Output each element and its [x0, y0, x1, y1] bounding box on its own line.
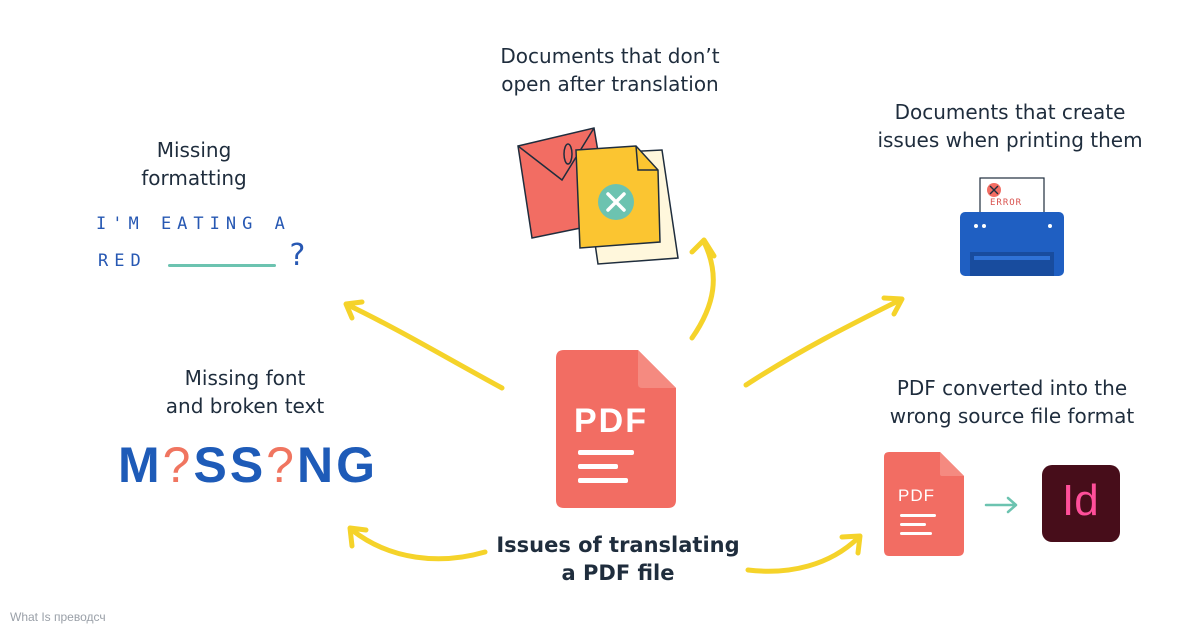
- label-formatting: Missing formatting: [104, 136, 284, 192]
- label-converted: PDF converted into the wrong source file…: [862, 374, 1162, 430]
- arrow-to-printing-head: [881, 295, 905, 317]
- arrow-right-icon: [984, 496, 1018, 514]
- label-not-open-line1: Documents that don’t: [500, 44, 720, 68]
- broken-text-question1: ?: [162, 437, 194, 493]
- broken-text-sample: M?SS?NG: [118, 436, 378, 494]
- label-converted-line2: wrong source file format: [889, 404, 1135, 428]
- label-formatting-line2: formatting: [141, 166, 247, 190]
- label-formatting-line1: Missing: [156, 138, 232, 162]
- label-printing-line2: issues when printing them: [877, 128, 1143, 152]
- small-pdf-icon: [884, 452, 964, 556]
- broken-text-part2: SS: [193, 437, 267, 493]
- printer-error-text: ERROR: [990, 198, 1023, 208]
- arrow-to-font: [349, 527, 488, 562]
- indesign-icon: [1042, 465, 1120, 542]
- printer-icon: [960, 177, 1064, 276]
- arrow-to-font-head: [347, 525, 369, 549]
- formatting-blank-line: [168, 264, 276, 267]
- arrow-to-formatting: [345, 302, 505, 391]
- label-font-line2: and broken text: [165, 394, 325, 418]
- label-printing: Documents that create issues when printi…: [850, 98, 1170, 154]
- pdf-label: PDF: [574, 402, 648, 440]
- arrow-to-converted-head: [839, 533, 863, 556]
- label-converted-line1: PDF converted into the: [896, 376, 1128, 400]
- label-not-open: Documents that don’t open after translat…: [462, 42, 758, 98]
- arrow-to-not-open: [689, 239, 716, 341]
- indesign-label: Id: [1062, 476, 1099, 525]
- watermark: What Is преводсч: [10, 610, 106, 624]
- arrow-to-converted: [745, 535, 861, 574]
- broken-text-part3: NG: [296, 437, 378, 493]
- label-font-line1: Missing font: [184, 366, 306, 390]
- broken-text-part1: M: [118, 437, 163, 493]
- center-caption-line2: a PDF file: [561, 561, 675, 585]
- arrow-to-printing: [743, 297, 903, 388]
- label-printing-line1: Documents that create: [894, 100, 1126, 124]
- pdf-file-icon: [556, 350, 676, 508]
- center-caption-line1: Issues of translating: [496, 533, 740, 557]
- broken-documents-illustration: [517, 127, 679, 265]
- center-caption: Issues of translating a PDF file: [488, 531, 748, 587]
- formatting-sample-line1: I'M EATING A: [96, 214, 291, 234]
- label-not-open-line2: open after translation: [501, 72, 719, 96]
- formatting-question-mark: ?: [288, 238, 307, 273]
- label-font: Missing font and broken text: [130, 364, 360, 420]
- arrow-to-formatting-head: [343, 299, 365, 321]
- arrow-to-not-open-head: [689, 237, 717, 259]
- broken-text-question2: ?: [266, 437, 297, 493]
- formatting-sample-line2: RED: [98, 251, 147, 271]
- small-pdf-label: PDF: [898, 486, 935, 505]
